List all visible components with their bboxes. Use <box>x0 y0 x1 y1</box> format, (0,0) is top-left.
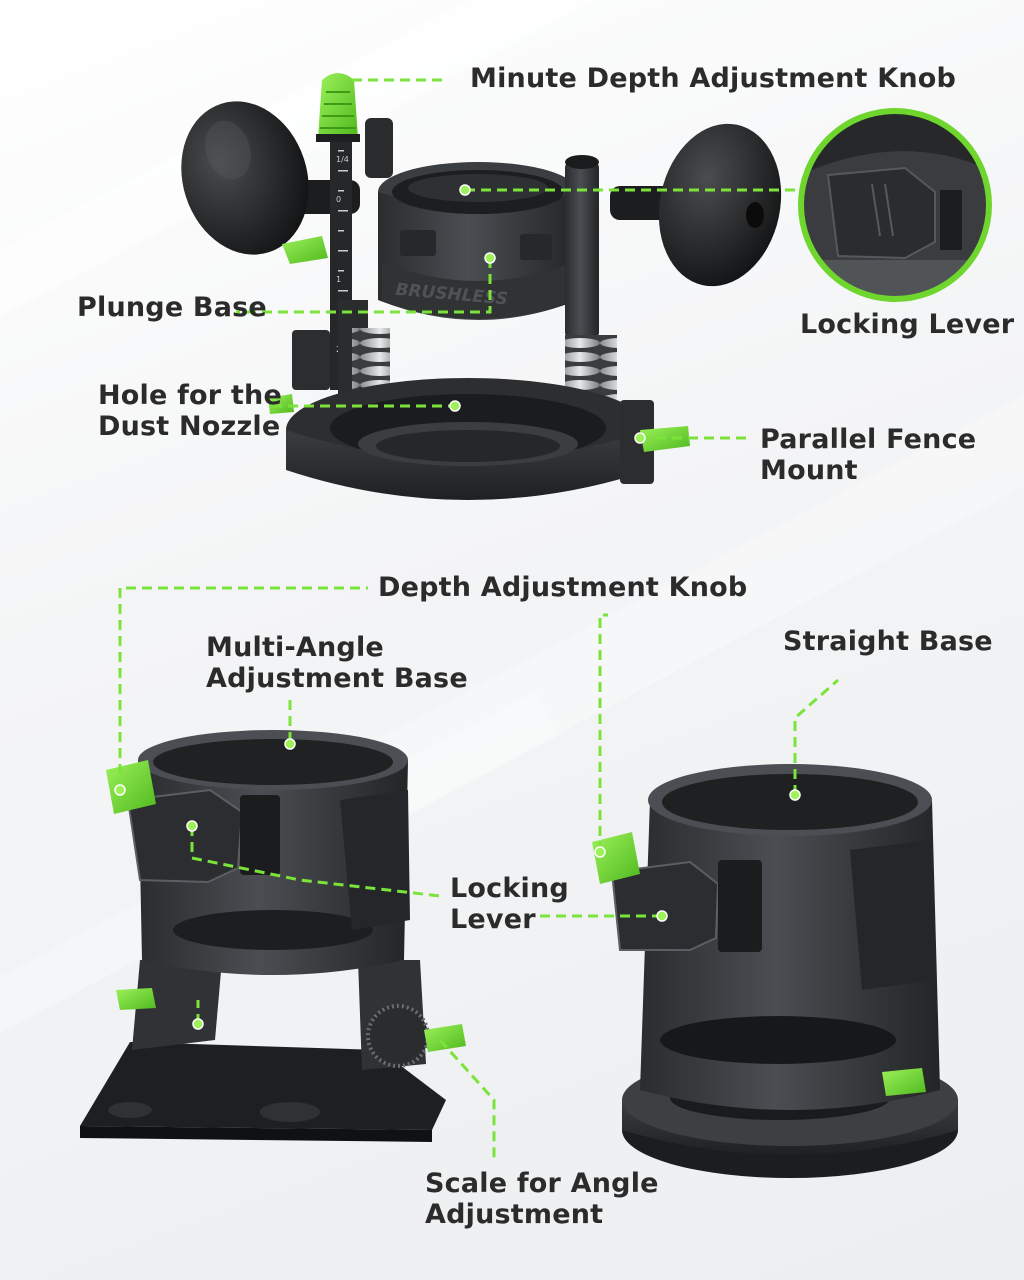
dust-nozzle-tab <box>268 394 294 414</box>
plunge-lock-lever[interactable] <box>282 236 328 264</box>
angle-lock-knob[interactable] <box>424 1024 466 1052</box>
label-plunge-base: Plunge Base <box>77 292 267 323</box>
multi-angle-side-lever[interactable] <box>116 988 156 1010</box>
label-line: Adjustment <box>425 1199 604 1230</box>
scale-mark-quarter: 1/4 <box>336 155 349 164</box>
label-locking-lever-top: Locking Lever <box>800 309 1015 340</box>
label-scale-angle: Scale for Angle Adjustment <box>425 1168 659 1230</box>
label-parallel-fence-mount: Parallel Fence Mount <box>760 424 976 486</box>
label-hole-dust-nozzle: Hole for the Dust Nozzle <box>98 380 282 442</box>
locking-lever-zoom-inset <box>798 108 992 302</box>
callout-lines <box>118 78 839 1160</box>
plunge-base-product: 1/4 0 1 2 <box>181 73 782 500</box>
scale-mark-one: 1 <box>336 275 341 284</box>
label-line: Scale for Angle <box>425 1168 659 1199</box>
label-line: Hole for the <box>98 380 282 411</box>
label-locking-lever-bottom: Locking Lever <box>450 873 569 935</box>
label-line: Lever <box>450 904 536 935</box>
label-multi-angle-base: Multi-Angle Adjustment Base <box>206 632 468 694</box>
right-handle <box>610 123 782 287</box>
label-line: Multi-Angle <box>206 632 384 663</box>
straight-base-product <box>592 764 958 1178</box>
label-line: Adjustment Base <box>206 663 468 694</box>
label-line: Dust Nozzle <box>98 411 281 442</box>
straight-base-lever[interactable] <box>882 1068 926 1096</box>
label-line: Locking <box>450 873 569 904</box>
label-line: Mount <box>760 455 858 486</box>
multi-angle-base-product <box>80 730 466 1142</box>
minute-depth-knob[interactable] <box>316 73 360 142</box>
label-line: Parallel Fence <box>760 424 977 455</box>
label-depth-adjustment-knob: Depth Adjustment Knob <box>378 572 748 603</box>
straight-depth-knob[interactable] <box>592 832 640 884</box>
callout-dots <box>114 184 801 1030</box>
scale-mark-zero: 0 <box>336 195 341 204</box>
label-minute-depth-knob: Minute Depth Adjustment Knob <box>470 63 957 94</box>
label-straight-base: Straight Base <box>783 626 993 657</box>
